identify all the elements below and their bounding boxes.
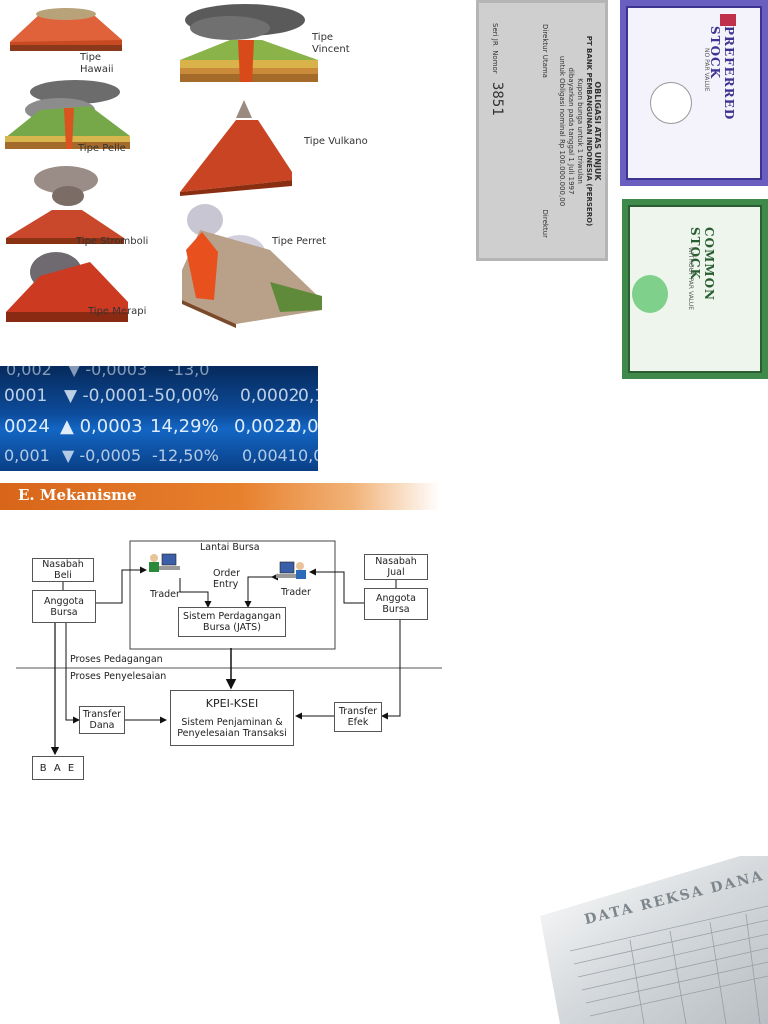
reksa-dana-paper (540, 856, 768, 1024)
ticker-row-0: 0,002▼ -0,0003-13,0 (6, 366, 210, 379)
stock-ticker-photo: 0,002▼ -0,0003-13,0 0001▼ -0,0001-50,00%… (0, 366, 318, 471)
box-kpei-ksei: KPEI-KSEI Sistem Penjaminan &Penyelesaia… (170, 690, 294, 746)
label-proses-pedagangan: Proses Pedagangan (70, 654, 163, 665)
common-stock-certificate: COMMON STOCK WITHOUT PAR VALUE (622, 199, 768, 379)
preferred-seal (650, 82, 692, 124)
section-title: E. Mekanisme (18, 486, 137, 504)
obligasi-serial: Seri JR Nomor 3851 (489, 23, 505, 116)
volcano-merapi (6, 252, 128, 322)
section-header-bar: E. Mekanisme (0, 483, 440, 510)
volcano-pelle (5, 80, 130, 149)
ticker-row-3: 0,001▼ -0,0005-12,50%0,00410,0 (4, 446, 318, 465)
label-tipe-perret: Tipe Perret (272, 236, 326, 247)
label-tipe-pelle: Tipe Pelle (78, 143, 126, 154)
preferred-title: PREFERRED STOCK (708, 26, 736, 121)
preferred-sub: NO PAR VALUE (703, 48, 710, 92)
common-title: COMMON STOCK (688, 227, 716, 301)
trader-right-computer-icon (276, 561, 306, 579)
volcano-stromboli (6, 166, 124, 244)
label-tipe-stromboli: Tipe Stromboli (76, 236, 149, 247)
reksa-dana-photo: DATA REKSA DANA (540, 856, 768, 1024)
diagram-lines (16, 540, 442, 756)
box-bae: B A E (32, 756, 84, 780)
preferred-logo-icon (720, 14, 736, 26)
volcano-illustrations (5, 4, 322, 328)
label-trader-left: Trader (150, 589, 180, 600)
common-seal (632, 275, 668, 313)
volcano-vincent (180, 4, 318, 82)
preferred-stock-certificate: PREFERRED STOCK NO PAR VALUE (620, 0, 768, 186)
common-sub: WITHOUT PAR VALUE (687, 247, 694, 311)
volcano-perret (182, 204, 322, 328)
volcano-hawaii (10, 8, 122, 51)
label-trader-right: Trader (281, 587, 311, 598)
volcano-vulkano (180, 100, 292, 196)
trader-left-computer-icon (149, 553, 180, 572)
label-proses-penyelesaian: Proses Penyelesaian (70, 671, 167, 682)
obligasi-certificate: OBLIGASI ATAS UNJUK PT BANK PEMBANGUNAN … (476, 0, 608, 261)
label-tipe-vulkano: Tipe Vulkano (304, 136, 368, 147)
label-lantai-bursa: Lantai Bursa (200, 542, 260, 553)
ticker-row-1: 0001▼ -0,0001-50,00%0,00020,1 (4, 386, 318, 406)
label-tipe-merapi: Tipe Merapi (88, 306, 147, 317)
